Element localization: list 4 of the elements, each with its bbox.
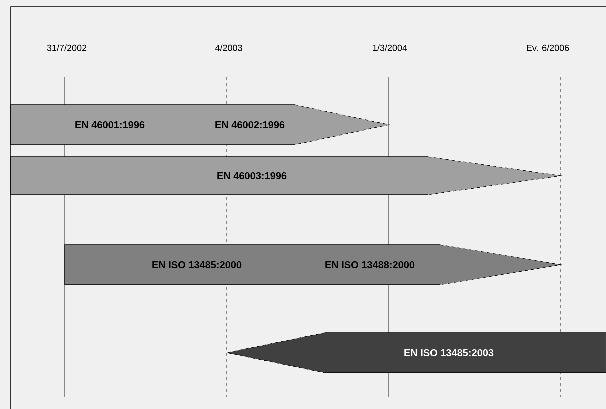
date-label: Ev. 6/2006 (527, 44, 570, 52)
date-label: 31/7/2002 (47, 44, 87, 52)
date-label: 4/2003 (215, 44, 242, 52)
date-label: 1/3/2004 (373, 44, 408, 52)
